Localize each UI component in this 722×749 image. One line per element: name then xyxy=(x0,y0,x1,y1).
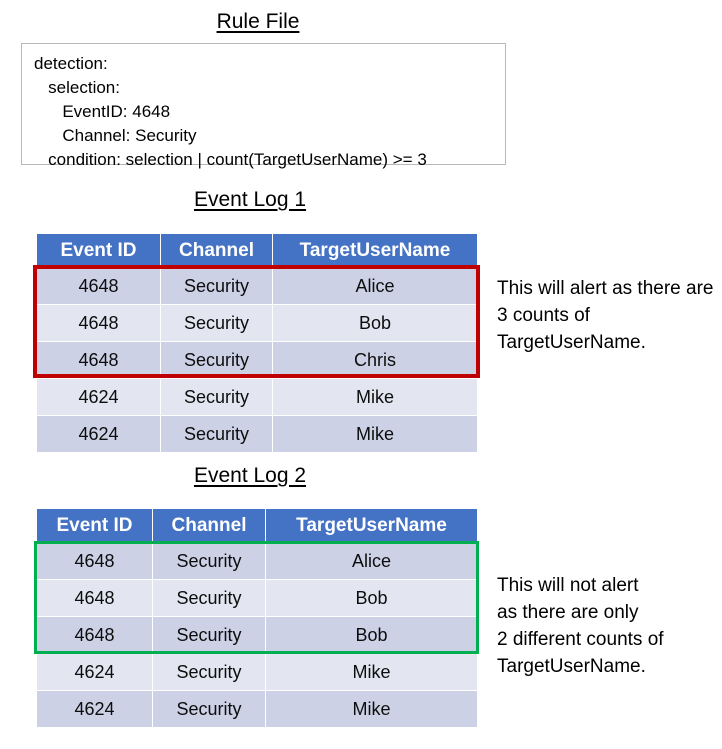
cell-event-id: 4648 xyxy=(36,542,153,580)
cell-channel: Security xyxy=(160,378,273,416)
cell-targetuser: Bob xyxy=(265,579,478,617)
table-row: 4648 Security Alice xyxy=(36,267,478,305)
cell-targetuser: Mike xyxy=(265,653,478,691)
column-header-channel: Channel xyxy=(160,233,273,268)
cell-event-id: 4624 xyxy=(36,415,161,453)
event-log-2-annotation: This will not alert as there are only 2 … xyxy=(497,575,664,677)
table-row: 4624 Security Mike xyxy=(36,690,478,728)
cell-event-id: 4624 xyxy=(36,690,153,728)
rule-file-box: detection: selection: EventID: 4648 Chan… xyxy=(21,43,506,169)
cell-channel: Security xyxy=(152,653,266,691)
cell-channel: Security xyxy=(152,579,266,617)
cell-event-id: 4648 xyxy=(36,267,161,305)
event-log-1-annotation: This will alert as there are 3 counts of… xyxy=(497,278,714,353)
table-row: 4624 Security Mike xyxy=(36,378,478,416)
table-row: 4624 Security Mike xyxy=(36,653,478,691)
cell-targetuser: Mike xyxy=(272,378,478,416)
cell-channel: Security xyxy=(152,616,266,654)
cell-channel: Security xyxy=(160,304,273,342)
table-row: 4648 Security Bob xyxy=(36,304,478,342)
rule-file-code: detection: selection: EventID: 4648 Chan… xyxy=(34,54,427,169)
rule-file-title: Rule File xyxy=(216,10,300,33)
cell-targetuser: Alice xyxy=(272,267,478,305)
column-header-channel: Channel xyxy=(152,508,266,543)
table-header-row: Event ID Channel TargetUserName xyxy=(36,233,478,268)
cell-targetuser: Chris xyxy=(272,341,478,379)
cell-targetuser: Bob xyxy=(265,616,478,654)
cell-channel: Security xyxy=(160,415,273,453)
cell-channel: Security xyxy=(152,690,266,728)
cell-targetuser: Bob xyxy=(272,304,478,342)
table-row: 4648 Security Chris xyxy=(36,341,478,379)
cell-targetuser: Alice xyxy=(265,542,478,580)
cell-event-id: 4648 xyxy=(36,616,153,654)
cell-channel: Security xyxy=(160,267,273,305)
column-header-event-id: Event ID xyxy=(36,508,153,543)
cell-event-id: 4648 xyxy=(36,341,161,379)
cell-event-id: 4648 xyxy=(36,579,153,617)
column-header-targetuser: TargetUserName xyxy=(265,508,478,543)
column-header-targetuser: TargetUserName xyxy=(272,233,478,268)
event-log-1-title: Event Log 1 xyxy=(193,188,307,211)
table-row: 4624 Security Mike xyxy=(36,415,478,453)
event-log-2-table: Event ID Channel TargetUserName 4648 Sec… xyxy=(36,508,478,728)
cell-targetuser: Mike xyxy=(272,415,478,453)
table-row: 4648 Security Bob xyxy=(36,579,478,617)
cell-channel: Security xyxy=(152,542,266,580)
event-log-1-table: Event ID Channel TargetUserName 4648 Sec… xyxy=(36,233,478,453)
cell-event-id: 4624 xyxy=(36,378,161,416)
column-header-event-id: Event ID xyxy=(36,233,161,268)
table-row: 4648 Security Bob xyxy=(36,616,478,654)
table-row: 4648 Security Alice xyxy=(36,542,478,580)
cell-channel: Security xyxy=(160,341,273,379)
event-log-2-title: Event Log 2 xyxy=(193,464,307,487)
cell-event-id: 4624 xyxy=(36,653,153,691)
cell-targetuser: Mike xyxy=(265,690,478,728)
cell-event-id: 4648 xyxy=(36,304,161,342)
table-header-row: Event ID Channel TargetUserName xyxy=(36,508,478,543)
